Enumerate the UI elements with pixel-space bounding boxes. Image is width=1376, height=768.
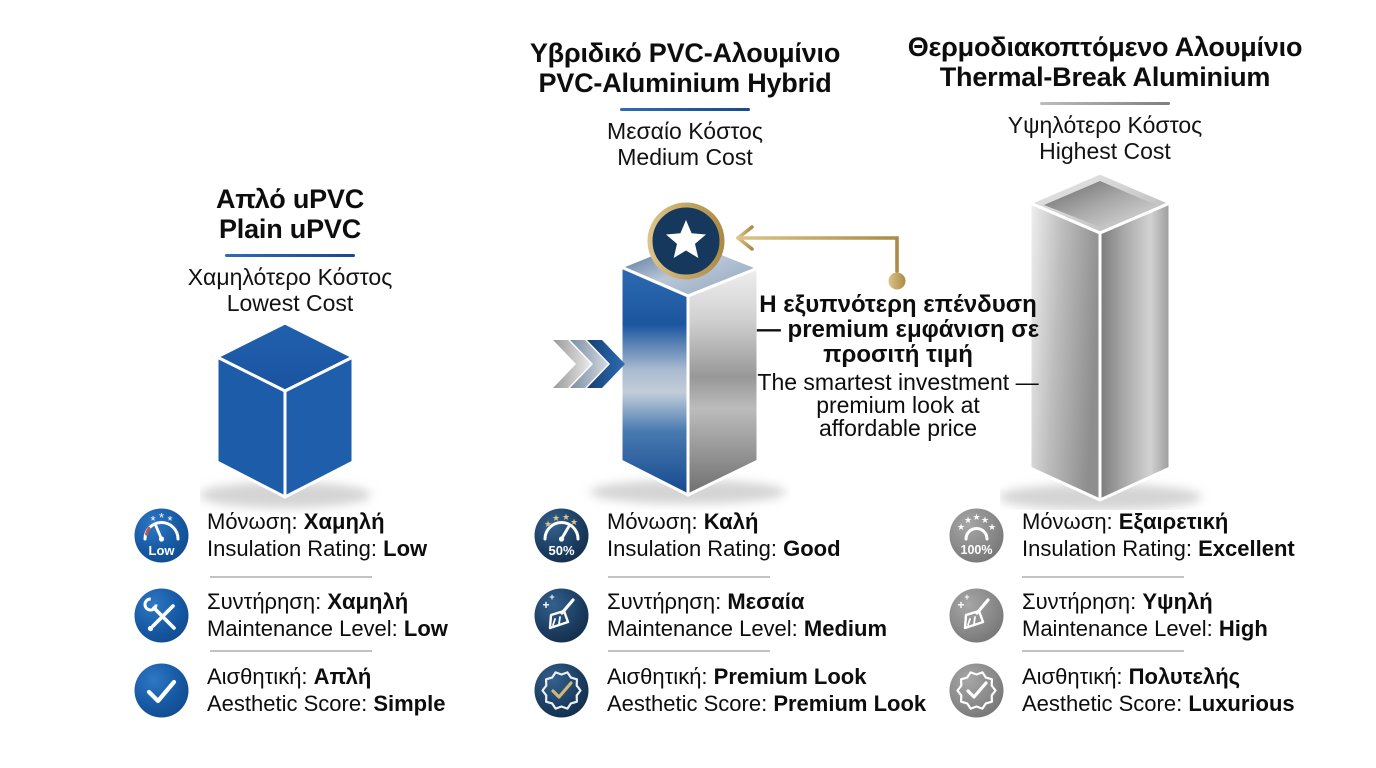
gauge-label: 50% — [548, 543, 574, 558]
svg-text:+: + — [957, 598, 964, 612]
rating-text: Μόνωση: Χαμηλή Insulation Rating: Low — [207, 509, 428, 561]
svg-text:★: ★ — [562, 512, 570, 522]
cost-label-en: Medium Cost — [617, 144, 753, 170]
column-aluminium-header: Θερμοδιακοπτόμενο Αλουμίνιο Thermal-Brea… — [895, 32, 1315, 164]
rating-row: Συντήρηση: Χαμηλή Maintenance Level: Low — [133, 587, 448, 644]
cost-label-en: Highest Cost — [1039, 138, 1171, 164]
rating-row: Αισθητική: Πολυτελής Aesthetic Score: Lu… — [948, 662, 1295, 719]
annotation-el-line2: — premium εμφάνιση σε — [756, 316, 1040, 343]
svg-text:★: ★ — [544, 519, 552, 529]
svg-text:*: * — [150, 513, 155, 528]
rating-row: + + Συντήρηση: Μεσαία Maintenance Level:… — [533, 587, 887, 644]
column-hybrid-header: Υβριδικό PVC-Αλουμίνιο PVC-Aluminium Hyb… — [520, 38, 850, 170]
annotation-el-line1: Η εξυπνότερη επένδυση — [759, 291, 1037, 318]
rating-text: Συντήρηση: Μεσαία Maintenance Level: Med… — [607, 589, 888, 641]
gauge-label: Low — [149, 543, 176, 558]
rating-text: Μόνωση: Καλή Insulation Rating: Good — [607, 509, 841, 561]
svg-text:★: ★ — [570, 517, 578, 527]
annotation-en-line2: premium look at — [816, 392, 980, 418]
plain-upvc-cube-graphic — [200, 321, 371, 508]
chevrons-icon — [553, 340, 625, 388]
title-underline — [620, 108, 750, 111]
hybrid-column-graphic — [553, 202, 786, 504]
rating-row: Αισθητική: Απλή Aesthetic Score: Simple — [133, 662, 445, 719]
column-title-el: Θερμοδιακοπτόμενο Αλουμίνιο — [907, 32, 1303, 62]
svg-text:★: ★ — [972, 512, 980, 522]
svg-text:*: * — [159, 510, 164, 525]
svg-text:+: + — [549, 592, 554, 602]
rating-row: ★ ★ ★ ★ 50% Μόνωση: Καλή Insulation Rati… — [533, 507, 841, 564]
rating-text: Μόνωση: Εξαιρετική Insulation Rating: Ex… — [1022, 509, 1295, 561]
gauge-label: 100% — [961, 543, 993, 557]
svg-text:+: + — [542, 598, 549, 612]
rosette-check-icon — [949, 663, 1004, 718]
cost-label-el: Μεσαίο Κόστος — [607, 118, 763, 144]
rating-row: * * * Low Μόνωση: Χαμηλή Insulation Rati… — [133, 507, 427, 564]
column-title-el: Απλό uPVC — [215, 184, 365, 214]
title-underline — [225, 254, 355, 257]
svg-text:★: ★ — [964, 515, 972, 525]
annotation-en-line3: affordable price — [818, 415, 978, 441]
svg-text:*: * — [167, 513, 172, 528]
divider — [210, 650, 372, 652]
divider — [210, 576, 372, 578]
column-title-el: Υβριδικό PVC-Αλουμίνιο — [529, 38, 841, 68]
insulation-gauge-icon: ★ ★ ★ ★ ★ 100% — [949, 508, 1004, 563]
annotation-en-line1: The smartest investment — — [757, 369, 1039, 395]
cost-label-el: Υψηλότερο Κόστος — [1007, 112, 1203, 138]
insulation-gauge-icon: ★ ★ ★ ★ 50% — [534, 508, 589, 563]
svg-text:★: ★ — [981, 515, 989, 525]
star-badge-icon — [647, 202, 725, 280]
rosette-check-icon — [534, 663, 589, 718]
divider — [608, 576, 770, 578]
annotation: Η εξυπνότερη επένδυση — premium εμφάνιση… — [748, 292, 1048, 440]
svg-text:★: ★ — [988, 522, 996, 532]
title-underline — [1040, 102, 1170, 105]
divider — [608, 650, 770, 652]
svg-text:+: + — [964, 592, 969, 602]
column-title-en: PVC-Aluminium Hybrid — [538, 68, 832, 98]
rating-row: ★ ★ ★ ★ ★ 100% Μόνωση: Εξαιρετική Insula… — [948, 507, 1295, 564]
tools-icon — [134, 588, 189, 643]
rating-row: + + Συντήρηση: Υψηλή Maintenance Level: … — [948, 587, 1268, 644]
column-plain-upvc-header: Απλό uPVC Plain uPVC Χαμηλότερο Κόστος L… — [135, 184, 445, 316]
rating-text: Συντήρηση: Υψηλή Maintenance Level: High — [1022, 589, 1268, 641]
column-title-en: Thermal-Break Aluminium — [939, 62, 1271, 92]
rating-text: Αισθητική: Premium Look Aesthetic Score:… — [607, 664, 927, 716]
insulation-gauge-icon: * * * Low — [134, 508, 189, 563]
annotation-el-line3: προσιτή τιμή — [823, 341, 973, 368]
rating-text: Αισθητική: Πολυτελής Aesthetic Score: Lu… — [1022, 664, 1295, 716]
rating-row: Αισθητική: Premium Look Aesthetic Score:… — [533, 662, 926, 719]
annotation-arrow-icon — [736, 225, 906, 290]
broom-icon: + + — [534, 588, 589, 643]
check-icon — [134, 663, 189, 718]
cost-label-en: Lowest Cost — [226, 290, 354, 316]
column-title-en: Plain uPVC — [218, 214, 362, 244]
rating-text: Συντήρηση: Χαμηλή Maintenance Level: Low — [207, 589, 448, 641]
rating-text: Αισθητική: Απλή Aesthetic Score: Simple — [207, 664, 446, 716]
divider — [1022, 576, 1184, 578]
cost-label-el: Χαμηλότερο Κόστος — [187, 264, 393, 290]
divider — [1022, 650, 1184, 652]
aluminium-column-graphic — [1000, 171, 1202, 510]
svg-text:★: ★ — [552, 513, 560, 523]
svg-text:★: ★ — [957, 522, 965, 532]
broom-icon: + + — [949, 588, 1004, 643]
